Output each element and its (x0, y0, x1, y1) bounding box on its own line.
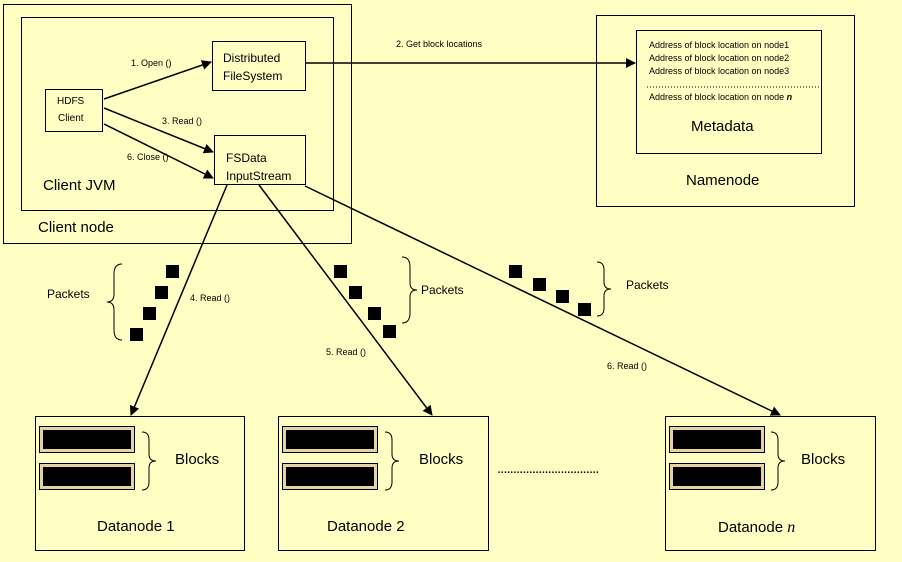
packets-label-2: Packets (421, 283, 464, 297)
arrow-read-6 (304, 185, 781, 416)
datanode-n-block-1 (669, 426, 765, 453)
packet-3c (556, 290, 569, 303)
datanode-n-title: Datanode n (718, 518, 795, 537)
datanode-1-brace (141, 431, 157, 491)
hdfs-client-box (45, 89, 103, 132)
fsdata-label-line1: FSData (226, 151, 267, 165)
datanode-2-block-1 (282, 426, 378, 453)
datanode-n-brace (770, 431, 786, 491)
step-get-locations-label: 2. Get block locations (396, 39, 483, 49)
datanode-1-block-2 (39, 463, 135, 490)
step-read4-label: 4. Read () (190, 293, 231, 303)
namenode-title: Namenode (686, 172, 760, 189)
metadata-address-n-text: Address of block location on node (649, 92, 785, 102)
metadata-address-n-suffix: n (786, 92, 793, 102)
fsdata-label-line2: InputStream (226, 169, 292, 183)
datanode-n-blocks-label: Blocks (801, 451, 846, 468)
packet-1c (143, 307, 156, 320)
packet-3d (578, 303, 591, 316)
arrow-read-5 (258, 184, 433, 416)
packet-2a (334, 265, 347, 278)
arrow-read-4 (129, 184, 228, 416)
packet-1d (130, 328, 143, 341)
arrow-open (103, 60, 212, 100)
datanode-n-box (665, 416, 876, 551)
metadata-title: Metadata (691, 118, 754, 135)
client-jvm-title: Client JVM (43, 177, 116, 194)
fsdata-inputstream-box (214, 135, 306, 185)
datanode-2-block-2 (282, 463, 378, 490)
step-read5-label: 5. Read () (326, 347, 367, 357)
packet-2c (368, 307, 381, 320)
packets-brace-2 (401, 256, 418, 324)
datanode-ellipsis: ................................ (497, 460, 599, 477)
packet-1a (166, 265, 179, 278)
datanode-2-title: Datanode 2 (327, 518, 405, 535)
datanode-1-blocks-label: Blocks (175, 451, 220, 468)
hdfs-client-label-line2: Client (58, 113, 84, 124)
packet-2d (383, 325, 396, 338)
client-jvm-box (21, 17, 334, 211)
client-node-box (3, 4, 352, 244)
metadata-address-1: Address of block location on node1 (649, 40, 790, 50)
packet-2b (349, 286, 362, 299)
datanode-1-box (35, 416, 245, 551)
packets-label-3: Packets (626, 278, 669, 292)
packets-label-1: Packets (47, 287, 90, 301)
step-read3-label: 3. Read () (162, 116, 203, 126)
dfs-label-line1: Distributed (223, 51, 281, 65)
arrow-read-3 (103, 107, 214, 154)
datanode-1-block-1 (39, 426, 135, 453)
hdfs-client-label-line1: HDFS (57, 96, 85, 107)
metadata-address-n: Address of block location on node n (649, 92, 792, 103)
datanode-n-prefix: Datanode (718, 519, 784, 536)
datanode-n-block-2 (669, 463, 765, 490)
packet-3b (533, 278, 546, 291)
step-close-label: 6. Close () (127, 152, 169, 162)
distributed-filesystem-box (212, 41, 306, 91)
metadata-address-2: Address of block location on node2 (649, 53, 790, 63)
datanode-2-brace (384, 431, 400, 491)
client-node-title: Client node (38, 219, 114, 236)
packets-brace-3 (596, 261, 612, 317)
namenode-box (596, 15, 855, 207)
datanode-2-box (278, 416, 489, 551)
step-read6-label: 6. Read () (607, 361, 648, 371)
packets-brace-1 (106, 263, 123, 341)
datanode-n-suffix: n (787, 519, 796, 536)
packet-1b (155, 286, 168, 299)
datanode-2-blocks-label: Blocks (419, 451, 464, 468)
metadata-box (636, 30, 822, 154)
arrow-close (103, 123, 214, 179)
dfs-label-line2: FileSystem (223, 69, 283, 83)
datanode-1-title: Datanode 1 (97, 518, 175, 535)
metadata-address-3: Address of block location on node3 (649, 66, 790, 76)
step-open-label: 1. Open () (131, 58, 172, 68)
packet-3a (509, 265, 522, 278)
